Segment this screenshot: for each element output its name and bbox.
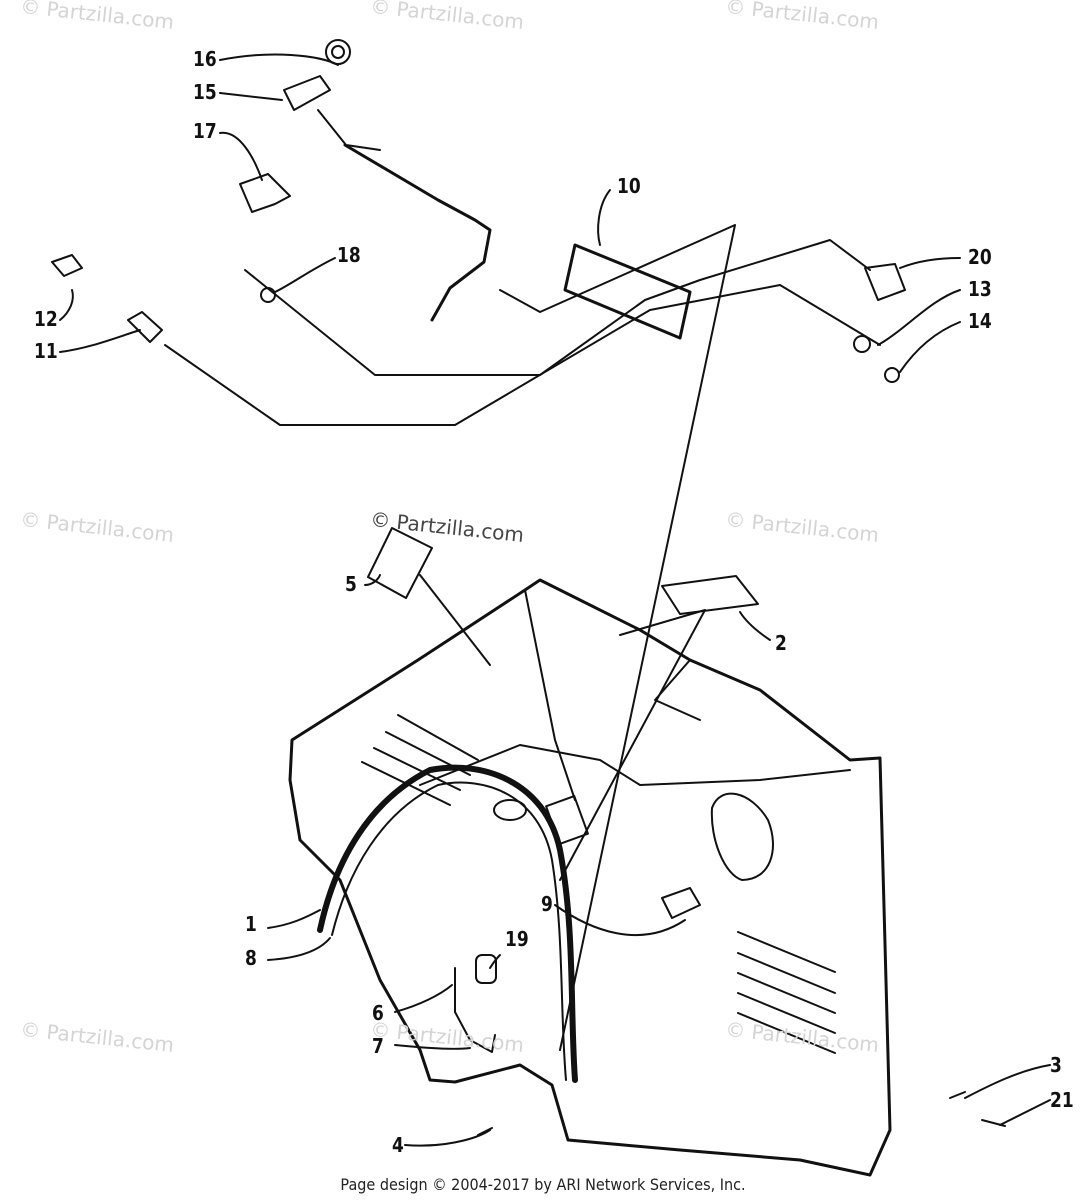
callout-6: 6 [372,1001,384,1025]
callout-20: 20 [968,245,992,269]
leader-21 [999,1099,1051,1126]
callout-9: 9 [541,892,553,916]
callout-7: 7 [372,1034,384,1058]
leader-5 [364,574,381,586]
callout-13: 13 [968,277,992,301]
leader-20 [899,257,961,269]
callout-1: 1 [245,912,257,936]
leader-13 [877,289,961,346]
leader-16 [219,53,339,66]
callout-5: 5 [345,572,357,596]
leader-1 [267,909,321,929]
callout-17: 17 [193,119,217,143]
callout-18: 18 [337,243,361,267]
leader-11 [59,329,141,353]
leader-19 [489,954,501,969]
leader-2 [739,611,771,641]
callout-3: 3 [1050,1053,1062,1077]
callout-10: 10 [617,174,641,198]
leader-18 [274,257,336,293]
callout-12: 12 [34,307,58,331]
callout-14: 14 [968,309,992,333]
callout-4: 4 [392,1133,404,1157]
leader-10 [597,189,611,246]
leader-6 [394,984,453,1013]
callout-8: 8 [245,946,257,970]
callout-15: 15 [193,80,217,104]
leader-4 [404,1129,491,1147]
callout-16: 16 [193,47,217,71]
footer-copyright: Page design © 2004-2017 by ARI Network S… [340,1175,746,1194]
callout-19: 19 [505,927,529,951]
callout-2: 2 [775,631,787,655]
leader-8 [267,937,331,961]
leader-7 [394,1044,471,1050]
leader-17 [219,131,263,181]
callout-21: 21 [1050,1088,1074,1112]
leader-15 [219,92,283,101]
leader-12 [59,289,74,321]
leader-9 [554,904,686,936]
leader-14 [899,321,961,373]
leader-3 [964,1064,1051,1099]
callout-11: 11 [34,339,58,363]
